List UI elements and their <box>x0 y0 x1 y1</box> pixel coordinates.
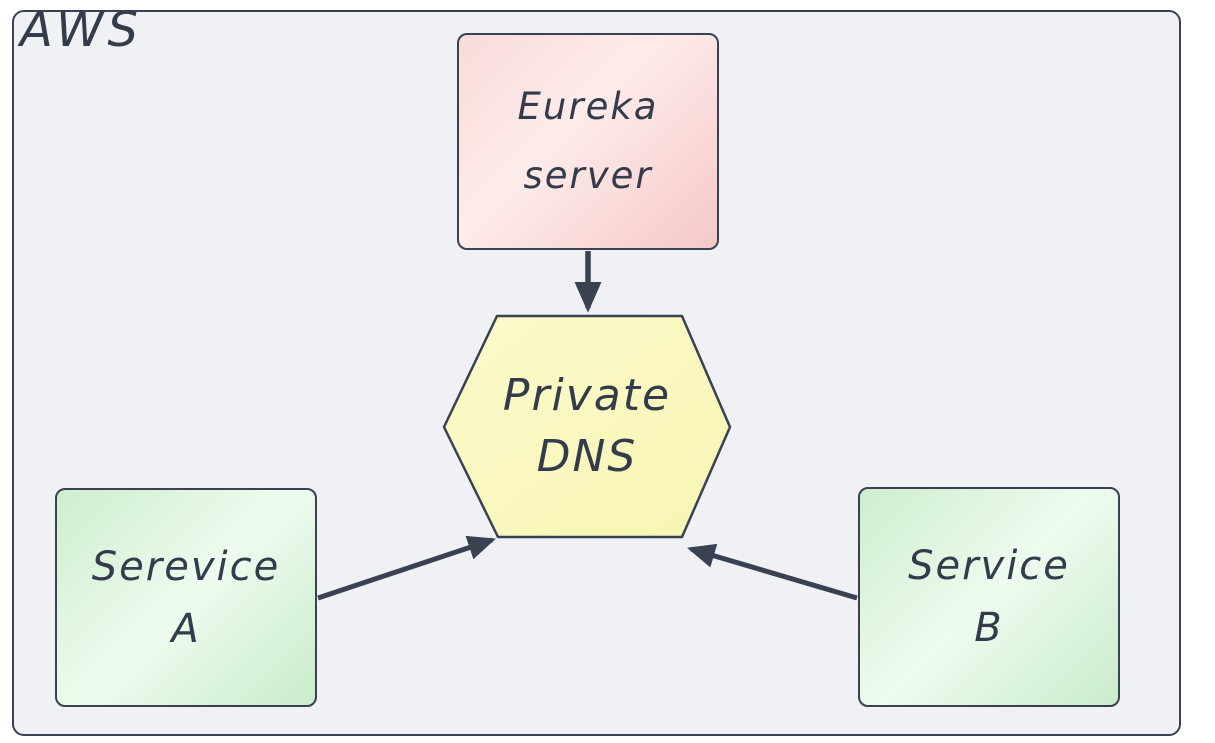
node-service-b: Service B <box>858 487 1120 707</box>
node-service-a: Serevice A <box>55 488 317 707</box>
aws-label: AWS <box>20 2 142 58</box>
service-a-label-line1: Serevice <box>91 543 281 590</box>
eureka-server-label-line2: server <box>523 153 653 197</box>
service-a-label-line2: A <box>171 605 201 652</box>
service-b-label-line2: B <box>974 605 1004 651</box>
private-dns-label-group: Private DNS <box>444 316 730 537</box>
private-dns-label-line1: Private <box>502 370 672 422</box>
node-eureka-server: Eureka server <box>457 33 719 250</box>
eureka-server-label-line1: Eureka <box>517 84 659 128</box>
service-b-label-line1: Service <box>908 543 1070 589</box>
private-dns-label-line2: DNS <box>536 430 638 482</box>
